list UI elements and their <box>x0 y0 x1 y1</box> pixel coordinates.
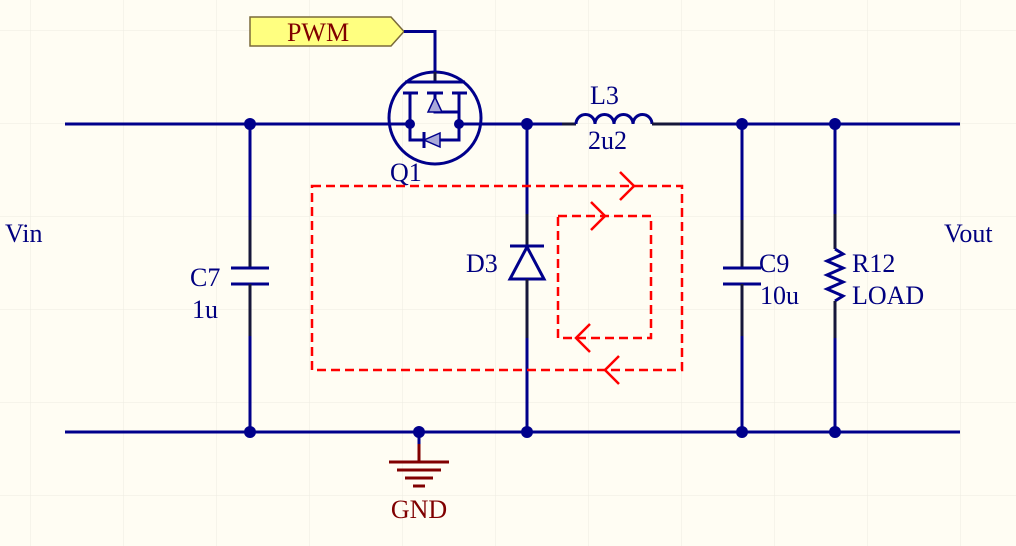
junction-dot <box>736 426 748 438</box>
body-diode-icon <box>422 131 441 149</box>
junction-dot <box>244 118 256 130</box>
junction-dot <box>829 426 841 438</box>
junction-dot <box>736 118 748 130</box>
junction-dot <box>521 118 533 130</box>
inductor-coil <box>574 113 654 125</box>
outer-loop-arrow-left-icon <box>603 355 620 385</box>
junction-dot <box>521 426 533 438</box>
current-loop-outer <box>310 171 684 385</box>
capacitor-c7: C7 1u <box>190 124 269 432</box>
outer-loop-path <box>310 184 684 372</box>
port-label: PWM <box>287 18 349 47</box>
c9-value: 10u <box>760 281 799 310</box>
junction-dot <box>829 118 841 130</box>
net-label-vin: Vin <box>5 219 42 248</box>
capacitor-c9: C9 10u <box>723 124 799 432</box>
outer-loop-arrow-right-icon <box>619 171 636 201</box>
diode-d3: D3 <box>466 124 547 432</box>
d3-designator: D3 <box>466 249 498 278</box>
c7-value: 1u <box>192 295 218 324</box>
mosfet-junction-left <box>405 119 415 129</box>
c9-designator: C9 <box>759 249 789 278</box>
inductor-l3: L3 2u2 <box>562 81 680 155</box>
ground-label: GND <box>391 495 447 524</box>
port-shape <box>249 16 406 47</box>
q1-designator: Q1 <box>390 158 422 187</box>
c7-designator: C7 <box>190 263 220 292</box>
ground-icon <box>389 460 449 488</box>
ground-symbol: GND <box>389 432 449 524</box>
r12-zigzag <box>823 247 847 303</box>
inner-loop-arrow-right-icon <box>590 201 607 231</box>
l3-designator: L3 <box>590 81 619 110</box>
channel-arrow-icon <box>426 95 444 113</box>
net-label-vout: Vout <box>944 219 993 248</box>
r12-value: LOAD <box>852 281 924 310</box>
current-loop-inner <box>556 201 653 353</box>
junction-dot <box>244 426 256 438</box>
pwm-port: PWM <box>249 16 437 72</box>
wire-pwm-to-gate <box>404 30 437 72</box>
junction-dots <box>244 118 841 438</box>
mosfet-junction-right <box>454 119 464 129</box>
mosfet-q1: Q1 <box>387 70 483 187</box>
inner-loop-arrow-left-icon <box>574 323 591 353</box>
l3-value: 2u2 <box>588 126 627 155</box>
resistor-r12: R12 LOAD <box>823 124 924 432</box>
r12-designator: R12 <box>852 249 895 278</box>
